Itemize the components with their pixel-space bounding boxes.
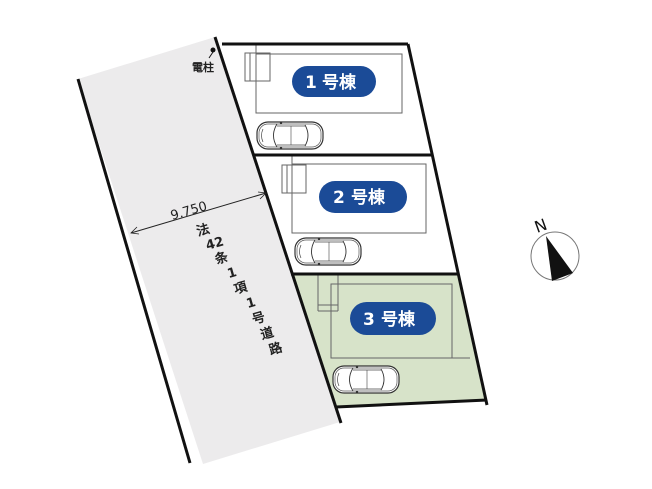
road-label-char: 42 <box>204 234 226 253</box>
road-label-char: 項 <box>232 279 250 297</box>
lot-1-label-suffix: 号棟 <box>322 72 357 93</box>
boundary-road-side <box>213 36 343 424</box>
road-label: 法 42 条 1 項 1 号 道 路 <box>195 221 285 359</box>
building-3 <box>317 274 470 359</box>
building-2-porch <box>281 164 307 194</box>
utility-pole: 電柱 <box>192 47 216 74</box>
building-3-footprint <box>330 283 453 359</box>
lot-3-label: 3 号棟 <box>350 302 436 335</box>
lot-3-label-pill <box>350 302 436 335</box>
road-label-char: 1 <box>245 295 258 312</box>
building-1-footprint <box>255 53 403 114</box>
road-area <box>78 37 340 464</box>
boundary-right <box>406 43 489 406</box>
building-1-porch <box>244 52 271 82</box>
building-2-footprint <box>291 163 427 234</box>
road <box>76 37 340 464</box>
road-label-char: 条 <box>213 249 231 268</box>
road-label-char: 路 <box>267 339 285 358</box>
lot-3-label-number: 3 <box>363 310 375 330</box>
boundary-bottom <box>335 398 488 409</box>
road-edge-left <box>76 78 192 464</box>
car-lot-3 <box>332 365 400 394</box>
car-lot-1 <box>256 121 324 150</box>
lot-1-label-pill <box>292 66 376 97</box>
road-label-char: 道 <box>259 324 276 343</box>
building-1 <box>244 44 403 114</box>
road-label-char: 号 <box>250 310 267 328</box>
utility-pole-label: 電柱 <box>192 60 214 74</box>
car-lot-2 <box>294 237 362 266</box>
north-arrow-icon <box>546 236 573 281</box>
building-2 <box>281 155 427 234</box>
lot-2-label-suffix: 号棟 <box>351 187 386 208</box>
lot-2-label-number: 2 <box>333 188 345 208</box>
lot-2-label-pill <box>319 181 407 213</box>
road-label-char: 1 <box>226 265 239 282</box>
compass-north-label: N <box>532 215 550 237</box>
compass: N <box>530 215 580 281</box>
site-boundary <box>213 36 489 424</box>
lot-1-label: 1 号棟 <box>292 66 376 97</box>
road-label-char: 法 <box>195 221 212 240</box>
lot-1-label-number: 1 <box>305 73 317 93</box>
lot-2-label: 2 号棟 <box>319 181 407 213</box>
utility-pole-icon <box>210 47 216 53</box>
lot-3-label-suffix: 号棟 <box>381 309 416 330</box>
